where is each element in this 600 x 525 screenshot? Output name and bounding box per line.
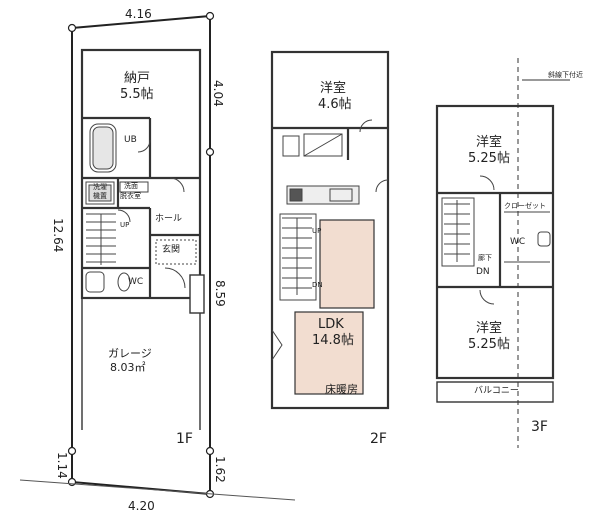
f1-up: UP	[120, 221, 130, 229]
f2-dn: DN	[312, 281, 323, 289]
dimension-top: 4.16	[125, 7, 152, 21]
floor1-fixtures	[85, 123, 197, 293]
floor3-fixtures	[441, 175, 551, 305]
f1-wc: WC	[128, 277, 144, 287]
f2-floor-heating: 床暖房	[325, 383, 358, 396]
f3-note: 斜線下付近	[548, 71, 583, 79]
f1-entrance: 玄関	[162, 245, 181, 255]
f2-up: UP	[312, 227, 322, 235]
f3-label: 3F	[531, 419, 548, 435]
f2-label: 2F	[370, 431, 387, 447]
f3-balcony: バルコニー	[474, 386, 519, 396]
floor2-floor-heating	[294, 219, 375, 395]
f1-garage-name: ガレージ	[108, 347, 152, 360]
f3-dn: DN	[476, 267, 490, 277]
floor2-fixtures	[271, 119, 389, 361]
f1-wm-line1: 洗濯	[93, 183, 107, 191]
f2-room-size: 4.6帖	[318, 97, 352, 112]
dimension-right-middle: 8.59	[213, 280, 227, 307]
f1-ub: UB	[124, 135, 137, 145]
f3-room-bottom-name: 洋室	[476, 321, 503, 336]
dimension-bottom-left: 1.14	[55, 452, 69, 479]
f3-wc: WC	[510, 237, 526, 247]
f1-garage-size: 8.03㎡	[110, 361, 146, 374]
floor1-garage	[81, 274, 205, 430]
f2-room-name: 洋室	[320, 81, 347, 96]
floor2-walls	[270, 50, 390, 410]
f1-storage-size: 5.5帖	[120, 87, 154, 102]
f3-room-top-size: 5.25帖	[468, 151, 510, 166]
dimension-right-upper: 4.04	[211, 80, 225, 107]
f3-closet: クローゼット	[504, 202, 546, 210]
floor3-walls	[435, 104, 555, 403]
f2-ldk-size: 14.8帖	[312, 333, 354, 348]
f2-ldk-name: LDK	[318, 317, 344, 332]
f1-storage-name: 納戸	[124, 71, 151, 86]
f1-washroom-line2: 脱衣室	[120, 192, 141, 200]
f1-washroom-line1: 洗面	[124, 182, 138, 190]
f1-hall: ホール	[155, 214, 183, 224]
dimension-left: 12.64	[51, 218, 65, 253]
f3-room-top-name: 洋室	[476, 135, 503, 150]
f1-label: 1F	[176, 431, 193, 447]
f3-room-bottom-size: 5.25帖	[468, 337, 510, 352]
f3-hallway: 廊下	[478, 254, 492, 262]
dimension-bottom-right: 1.62	[213, 456, 227, 483]
floor1-walls	[80, 48, 202, 300]
f1-wm-line2: 機置	[93, 192, 107, 200]
dimension-bottom: 4.20	[128, 499, 155, 513]
road-line	[19, 479, 296, 501]
